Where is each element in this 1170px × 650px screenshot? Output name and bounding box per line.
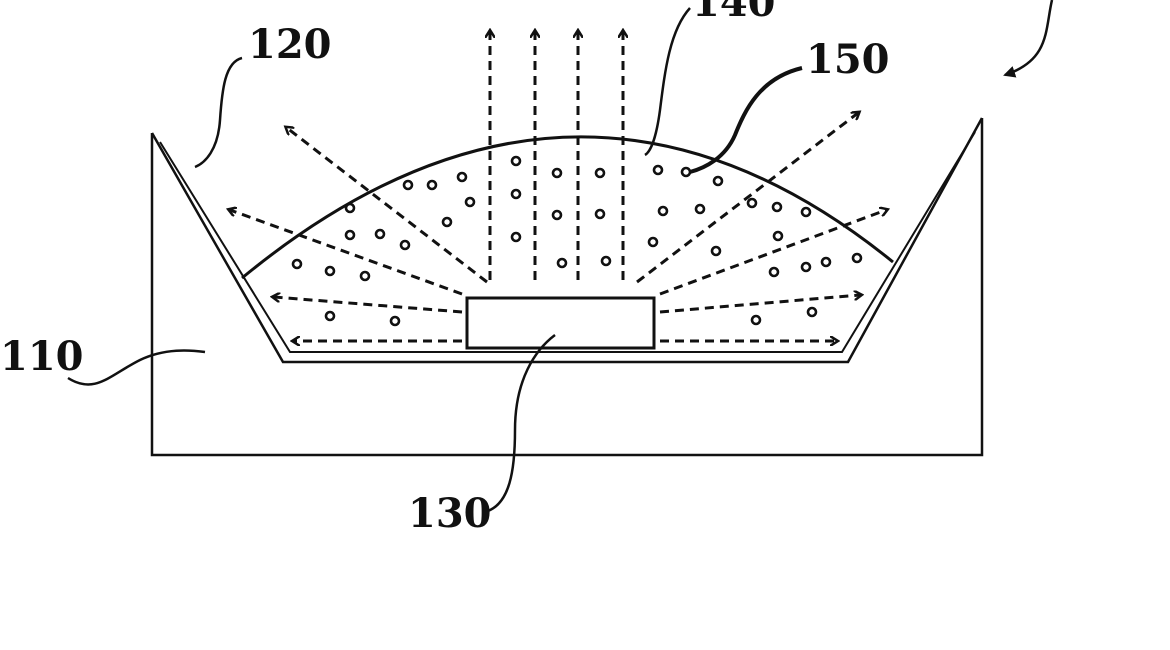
leader-lines [67,0,1054,514]
led-chip-130 [465,296,656,350]
phosphor-particles-150 [291,155,863,327]
encapsulant-dome-140 [241,135,894,280]
reflector-120 [159,131,976,353]
label-130: 130 [408,490,492,537]
label-140: 140 [692,0,776,26]
light-ray-arrows [230,32,886,341]
label-110: 110 [0,333,84,380]
label-120: 120 [248,21,332,68]
housing-110 [150,117,984,457]
label-150: 150 [806,36,890,83]
